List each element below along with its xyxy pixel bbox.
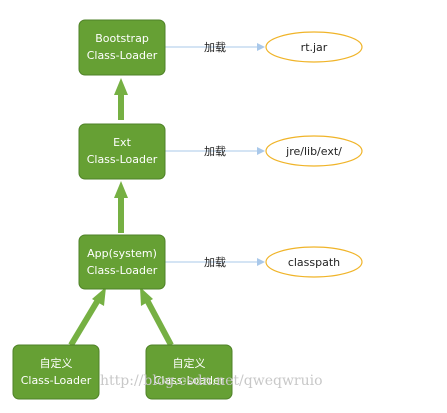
load-label: 加载 xyxy=(204,41,226,54)
node-title: Ext xyxy=(113,136,131,149)
node-custom-classloader-right: 自定义 Class-Loader xyxy=(145,344,233,400)
node-title: 自定义 xyxy=(173,356,206,370)
load-label: 加载 xyxy=(204,256,226,269)
target-ellipse xyxy=(265,246,363,278)
watermark-text: http://blog.csdn.net/qweqwruio xyxy=(100,373,323,389)
target-ellipse xyxy=(265,31,363,63)
arrow-ext-to-bootstrap xyxy=(114,78,128,120)
target-rtjar: rt.jar xyxy=(265,31,363,63)
target-jrelibext: jre/lib/ext/ xyxy=(265,135,363,167)
arrow-app-to-ext xyxy=(114,181,128,233)
arrow-custom-right-to-app xyxy=(140,287,174,347)
node-title: 自定义 xyxy=(40,356,73,370)
target-ellipse xyxy=(265,135,363,167)
target-label: rt.jar xyxy=(301,41,328,54)
node-title: App(system) xyxy=(87,247,157,260)
hierarchy-arrows xyxy=(68,78,174,347)
node-ext-classloader: Ext Class-Loader xyxy=(78,123,166,180)
target-label: jre/lib/ext/ xyxy=(285,145,342,158)
target-classpath: classpath xyxy=(265,246,363,278)
node-subtitle: Class-Loader xyxy=(87,153,158,166)
node-title: Bootstrap xyxy=(95,32,149,45)
node-app-classloader: App(system) Class-Loader xyxy=(78,234,166,290)
load-label: 加载 xyxy=(204,145,226,158)
load-labels: 加载 加载 加载 xyxy=(204,41,226,269)
node-subtitle: Class-Loader xyxy=(87,264,158,277)
node-subtitle: Class-Loader xyxy=(21,374,92,387)
node-subtitle: Class-Loader xyxy=(87,49,158,62)
node-subtitle: Class-Loader xyxy=(154,374,225,387)
target-label: classpath xyxy=(288,256,340,269)
arrow-custom-left-to-app xyxy=(68,287,106,347)
node-custom-classloader-left: 自定义 Class-Loader xyxy=(12,344,100,400)
node-bootstrap-classloader: Bootstrap Class-Loader xyxy=(78,19,166,76)
load-connectors xyxy=(165,43,265,266)
